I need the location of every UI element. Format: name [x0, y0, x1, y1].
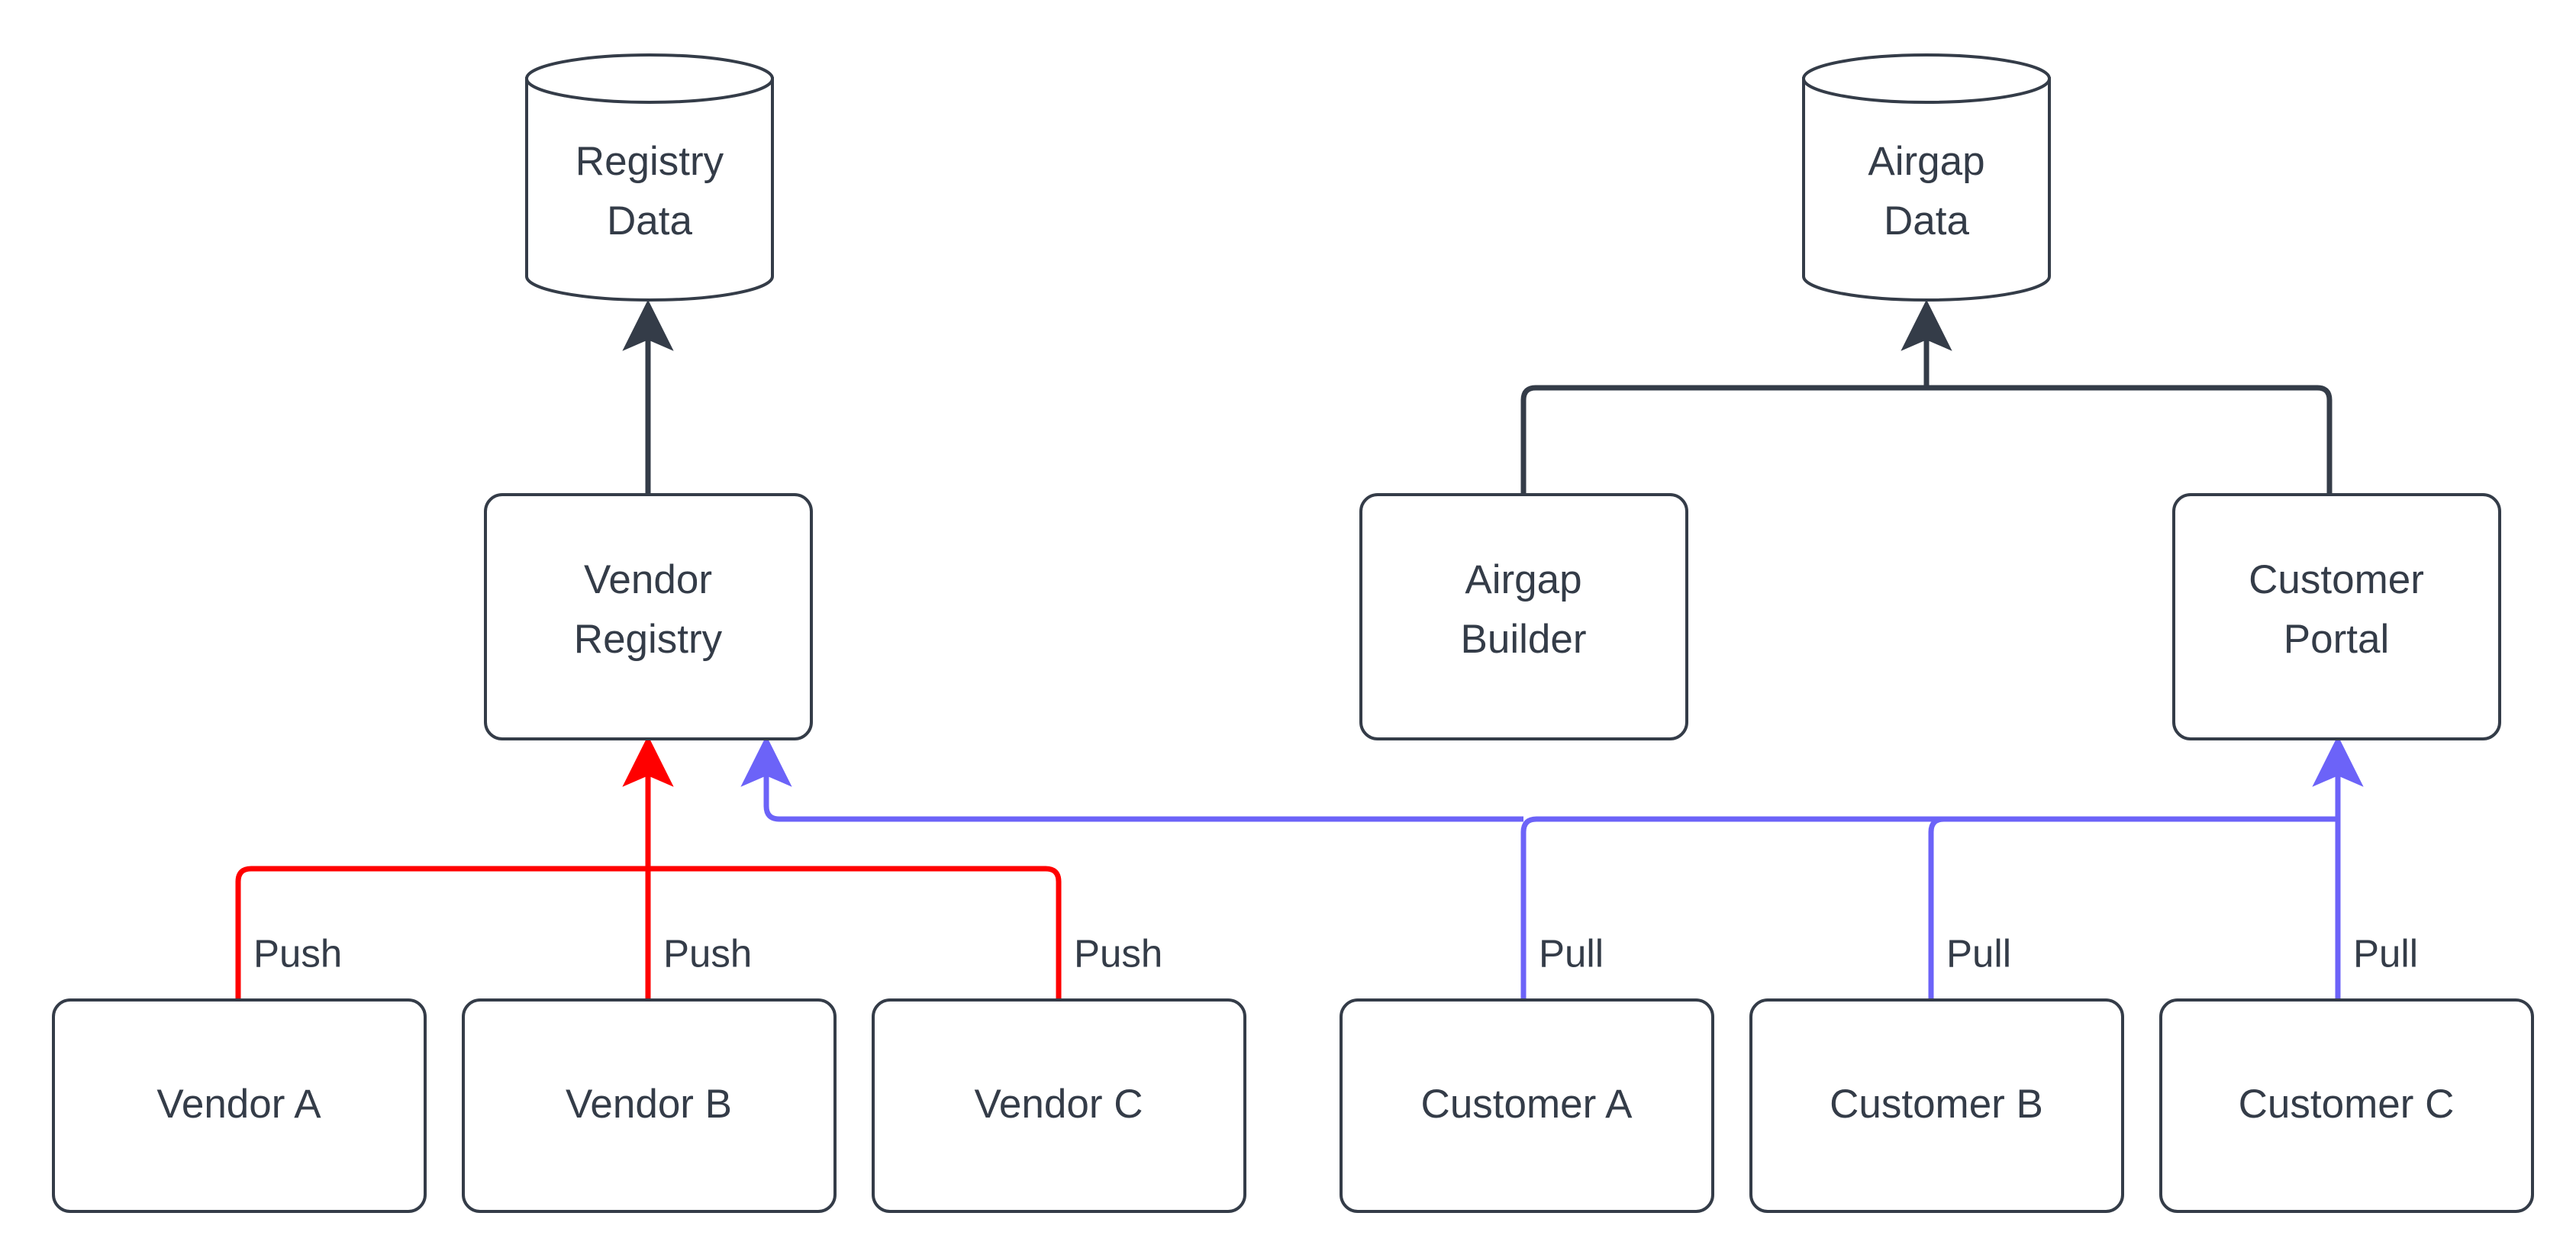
- edge-label-push-vendor-b: Push: [663, 931, 752, 975]
- vendor-a-node[interactable]: Vendor A: [52, 998, 427, 1213]
- edge-pull-customer-a: [1520, 816, 2338, 1000]
- edge-customer-portal-to-airgap-data: [1926, 385, 2333, 495]
- vendor-registry-label-line2: Registry: [574, 617, 723, 662]
- vendor-c-label: Vendor C: [975, 1082, 1143, 1127]
- customer-portal-node[interactable]: Customer Portal: [2172, 493, 2501, 740]
- airgap-data-label-line2: Data: [1884, 198, 1969, 244]
- registry-data-label-line1: Registry: [575, 139, 724, 184]
- edge-pull-bus-to-vendor-registry: [740, 735, 1523, 822]
- edge-label-pull-customer-c: Pull: [2353, 931, 2418, 975]
- edge-label-push-vendor-a: Push: [253, 931, 342, 975]
- registry-data-label-line2: Data: [607, 198, 692, 244]
- customer-c-label: Customer C: [2239, 1082, 2455, 1127]
- registry-data-cylinder: Registry Data: [525, 53, 774, 302]
- customer-a-label: Customer A: [1421, 1082, 1633, 1127]
- vendor-b-label: Vendor B: [566, 1082, 732, 1127]
- edge-airgap-builder-to-airgap-data: [1520, 385, 1926, 495]
- edge-push-vendor-a: [235, 866, 648, 1000]
- customer-portal-label-line2: Portal: [2284, 617, 2389, 662]
- airgap-builder-label-line2: Builder: [1461, 617, 1587, 662]
- vendor-b-node[interactable]: Vendor B: [462, 998, 837, 1213]
- airgap-builder-node[interactable]: Airgap Builder: [1359, 493, 1688, 740]
- vendor-c-node[interactable]: Vendor C: [872, 998, 1246, 1213]
- customer-c-node[interactable]: Customer C: [2159, 998, 2534, 1213]
- customer-b-label: Customer B: [1830, 1082, 2043, 1127]
- edge-label-pull-customer-a: Pull: [1539, 931, 1604, 975]
- customer-portal-label-line1: Customer: [2249, 557, 2424, 602]
- vendor-registry-label-line1: Vendor: [584, 557, 712, 602]
- vendor-registry-node[interactable]: Vendor Registry: [484, 493, 813, 740]
- airgap-data-cylinder: Airgap Data: [1802, 53, 2051, 302]
- edge-label-push-vendor-c: Push: [1074, 931, 1162, 975]
- vendor-a-label: Vendor A: [156, 1082, 321, 1127]
- edge-pull-customer-b: [1928, 816, 2338, 1000]
- customer-b-node[interactable]: Customer B: [1749, 998, 2124, 1213]
- airgap-builder-label-line1: Airgap: [1465, 557, 1581, 602]
- edge-label-pull-customer-b: Pull: [1946, 931, 2011, 975]
- airgap-data-label-line1: Airgap: [1868, 139, 1984, 184]
- customer-a-node[interactable]: Customer A: [1340, 998, 1714, 1213]
- edge-push-vendor-c: [648, 866, 1062, 1000]
